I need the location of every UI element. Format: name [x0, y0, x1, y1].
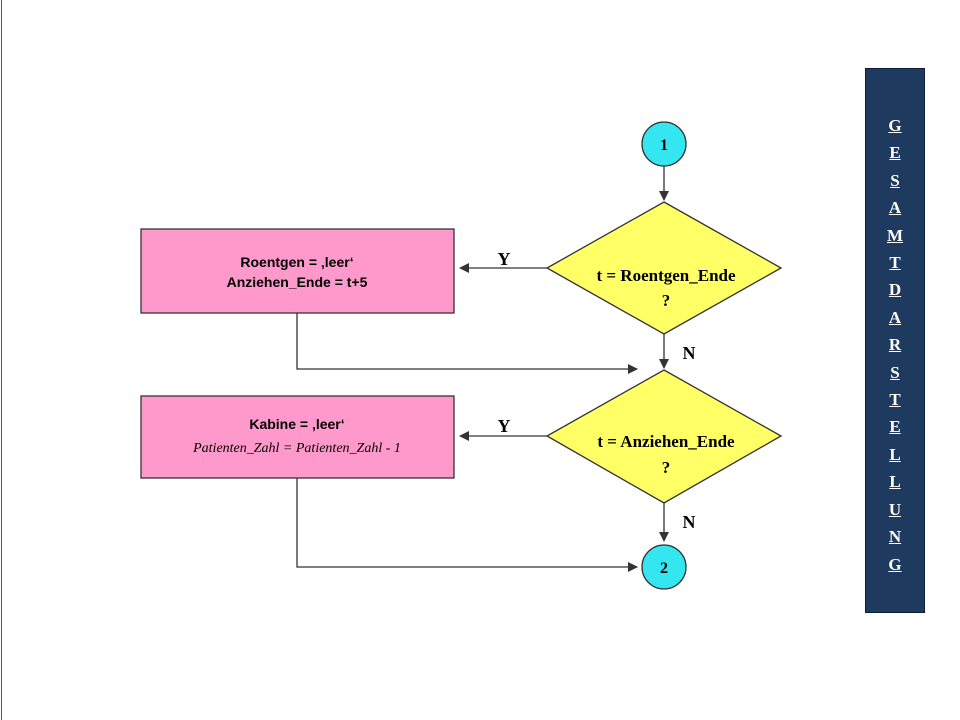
- action-roentgen-leer-line2: Anziehen_Ende = t+5: [227, 274, 368, 290]
- connector-start: 1: [641, 121, 687, 167]
- sidebar-title-letter: A: [888, 307, 902, 327]
- branch-label-no-2: N: [683, 512, 696, 532]
- sidebar-title-letter: T: [889, 253, 901, 273]
- decision-anziehen-ende-line2: ?: [662, 458, 671, 477]
- page-left-border: [1, 0, 2, 720]
- branch-label-yes-1: Y: [498, 249, 511, 269]
- sidebar-title-letter: L: [889, 472, 901, 492]
- sidebar-title-letter: G: [888, 554, 902, 574]
- sidebar-title-letter: A: [888, 198, 902, 218]
- sidebar-title-letter: U: [888, 499, 902, 519]
- action-kabine-leer-line2: Patienten_Zahl = Patienten_Zahl - 1: [192, 441, 401, 456]
- sidebar-title-letter: R: [888, 335, 902, 355]
- decision-anziehen-ende: t = Anziehen_Ende ?: [545, 369, 783, 504]
- sidebar-title-letter: M: [886, 225, 904, 245]
- action-roentgen-leer: Roentgen = ‚leer‘ Anziehen_Ende = t+5: [140, 228, 455, 314]
- sidebar-title-letter: S: [890, 362, 900, 382]
- line-action1-return: [296, 313, 638, 374]
- decision-roentgen-ende: t = Roentgen_Ende ?: [545, 201, 783, 335]
- sidebar-title-letter: L: [889, 444, 901, 464]
- sidebar-title-letter: T: [889, 390, 901, 410]
- sidebar-title-letter: N: [888, 527, 902, 547]
- connector-start-label: 1: [660, 137, 668, 154]
- branch-label-no-1: N: [683, 343, 696, 363]
- decision-roentgen-ende-line2: ?: [662, 291, 671, 310]
- decision-anziehen-ende-line1: t = Anziehen_Ende: [597, 432, 735, 451]
- connector-end-label: 2: [660, 560, 668, 577]
- action-roentgen-leer-line1: Roentgen = ‚leer‘: [240, 254, 353, 270]
- action-kabine-leer: Kabine = ‚leer‘ Patienten_Zahl = Patient…: [140, 395, 455, 479]
- sidebar-title-letter: D: [888, 280, 902, 300]
- line-action2-return: [296, 478, 638, 572]
- sidebar-title-letter: G: [888, 116, 902, 135]
- decision-roentgen-ende-line1: t = Roentgen_Ende: [596, 266, 736, 285]
- connector-end: 2: [641, 544, 687, 590]
- flow-lines: [296, 166, 669, 572]
- branch-label-yes-2: Y: [498, 416, 511, 436]
- sidebar-title-letter: E: [889, 143, 901, 163]
- action-kabine-leer-line1: Kabine = ‚leer‘: [249, 416, 344, 432]
- sidebar-title-letter: S: [890, 170, 900, 190]
- sidebar-title-letter: E: [889, 417, 901, 437]
